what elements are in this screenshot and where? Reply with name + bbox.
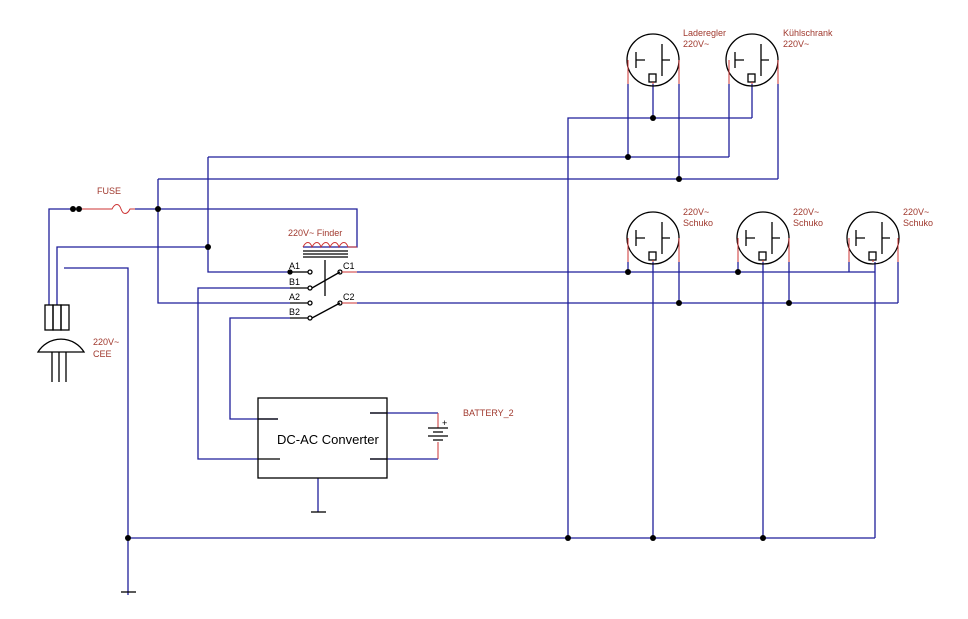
schuko3-name: Schuko (903, 218, 933, 228)
socket-schuko-3 (846, 211, 900, 265)
fuse-label: FUSE (97, 186, 121, 196)
socket1-voltage: 220V~ (683, 39, 709, 49)
socket-schuko-1 (626, 211, 680, 265)
pin-c2: C2 (343, 292, 355, 302)
socket-schuko-2 (736, 211, 790, 265)
socket-laderegler (626, 33, 680, 87)
cee-plug (36, 304, 86, 382)
schuko2-voltage: 220V~ (793, 207, 819, 217)
socket2-name: Kühlschrank (783, 28, 833, 38)
plug-voltage-label: 220V~ (93, 337, 119, 347)
wires (48, 84, 899, 595)
battery-plus: + (442, 418, 447, 428)
ground-symbol (121, 511, 326, 593)
socket-kuehlschrank (725, 33, 779, 87)
plug-type-label: CEE (93, 349, 112, 359)
junction-dots (125, 115, 792, 541)
pin-b2: B2 (289, 307, 300, 317)
pin-b1: B1 (289, 277, 300, 287)
pin-a1: A1 (289, 261, 300, 271)
schuko1-voltage: 220V~ (683, 207, 709, 217)
dc-ac-converter (257, 397, 388, 479)
converter-label: DC-AC Converter (277, 432, 380, 447)
relay-finder (287, 242, 357, 321)
socket2-voltage: 220V~ (783, 39, 809, 49)
fuse (70, 204, 135, 214)
pin-c1: C1 (343, 261, 355, 271)
schuko1-name: Schuko (683, 218, 713, 228)
relay-label: 220V~ Finder (288, 228, 342, 238)
socket1-name: Laderegler (683, 28, 726, 38)
battery (428, 413, 448, 459)
schuko2-name: Schuko (793, 218, 823, 228)
battery-label: BATTERY_2 (463, 408, 514, 418)
pin-a2: A2 (289, 292, 300, 302)
schuko3-voltage: 220V~ (903, 207, 929, 217)
